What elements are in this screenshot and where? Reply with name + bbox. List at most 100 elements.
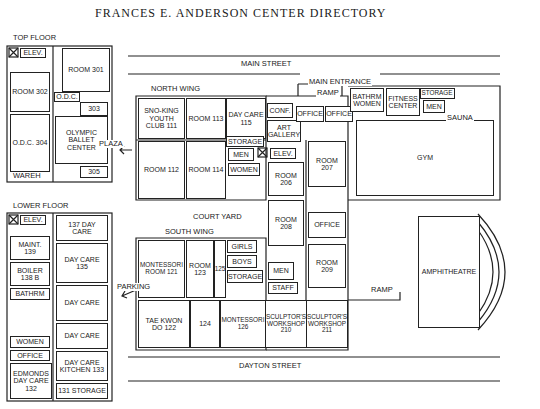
room-box: DAY CARE KITCHEN 133: [56, 351, 108, 381]
map-label: SOUTH WING: [164, 228, 215, 236]
room-box: MONTESSORI 126: [220, 300, 266, 348]
room-box: ROOM 114: [186, 141, 226, 199]
map-label: SAUNA: [446, 114, 474, 122]
room-box: STORAGE: [420, 88, 455, 99]
room-label: BOILER 138 B: [12, 267, 48, 282]
map-label: MAIN ENTRANCE: [308, 78, 372, 86]
room-box: 124: [190, 300, 220, 348]
room-label: MAINT. 139: [12, 241, 48, 256]
room-label: STAFF: [272, 284, 294, 291]
room-box: OFFICE: [325, 106, 353, 122]
room-label: OFFICE: [17, 352, 43, 359]
room-box: SCULPTOR'S WORKSHOP 211: [306, 300, 348, 348]
room-box: DAY CARE 115: [226, 98, 266, 139]
room-box: O.D.C. 304: [10, 114, 50, 172]
room-label: EDMONDS DAY CARE 132: [12, 370, 50, 392]
room-label: MONTESSORI 126: [222, 317, 265, 330]
room-box: STORAGE: [226, 136, 264, 147]
map-label: RAMP: [370, 286, 394, 294]
room-label: DAY CARE KITCHEN 133: [58, 359, 106, 374]
room-label: ROOM 208: [270, 216, 302, 231]
room-label: SNO-KING YOUTH CLUB 111: [140, 107, 183, 129]
room-label: TAE KWON DO 122: [140, 317, 188, 332]
room-label: MONTESSORI ROOM 121: [140, 262, 183, 275]
room-label: ROOM 112: [144, 166, 179, 173]
room-box: MAINT. 139: [10, 236, 50, 260]
room-box: ROOM 123: [186, 240, 214, 298]
room-label: STORAGE: [228, 138, 262, 145]
room-label: ELEV.: [23, 216, 42, 223]
room-box: FITNESS CENTER: [386, 88, 420, 116]
room-box: ART GALLERY: [267, 120, 301, 142]
room-label: ROOM 206: [270, 172, 302, 187]
map-label: NORTH WING: [150, 85, 201, 93]
map-label: WAREH: [12, 172, 42, 180]
room-label: ROOM 301: [68, 66, 103, 73]
room-box: 303: [80, 102, 108, 116]
room-label: OFFICE: [314, 221, 340, 228]
room-box: DAY CARE: [56, 285, 108, 321]
room-label: DAY CARE: [64, 332, 99, 339]
room-box: ROOM 301: [62, 48, 110, 92]
room-label: WOMEN: [16, 338, 44, 345]
map-label: PLAZA: [98, 140, 124, 148]
room-box: O.D.C.: [54, 92, 80, 102]
map-label: DAYTON STREET: [238, 362, 302, 370]
room-box: 137 DAY CARE: [56, 215, 108, 241]
room-label: ROOM 209: [310, 259, 344, 274]
room-label: GYM: [417, 154, 433, 161]
room-box: BOYS: [227, 255, 257, 268]
room-label: BATHRM: [15, 290, 44, 297]
room-label: ELEV.: [273, 150, 292, 157]
room-label: 124: [199, 320, 211, 327]
room-label: CONF.: [270, 107, 291, 114]
room-label: 305: [88, 168, 100, 175]
room-label: MEN: [426, 103, 442, 110]
room-box: ELEV.: [270, 148, 296, 159]
room-label: 137 DAY CARE: [58, 221, 106, 236]
room-box: 125: [214, 240, 226, 298]
room-box: ROOM 112: [138, 141, 185, 199]
room-box: OFFICE: [10, 350, 50, 361]
map-label: MAIN STREET: [240, 60, 292, 68]
room-label: ROOM 207: [310, 157, 344, 172]
room-label: 131 STORAGE: [58, 387, 106, 394]
room-box: STAFF: [268, 282, 298, 294]
room-box: STORAGE: [227, 270, 263, 283]
room-box: ELEV.: [20, 215, 46, 225]
room-box: DAY CARE 135: [56, 243, 108, 283]
room-box: BATHRM WOMEN: [350, 88, 384, 112]
room-label: 303: [88, 105, 100, 112]
map-label: TOP FLOOR: [12, 34, 57, 42]
room-box: SCULPTOR'S WORKSHOP 210: [265, 300, 308, 348]
room-box: BOILER 138 B: [10, 262, 50, 286]
room-label: 125: [215, 266, 226, 273]
room-label: MEN: [233, 151, 249, 158]
map-label: RAMP: [316, 89, 340, 97]
room-box: CONF.: [267, 103, 293, 118]
room-label: MEN: [273, 267, 289, 274]
room-label: BATHRM WOMEN: [352, 93, 382, 108]
room-box: 131 STORAGE: [56, 383, 108, 399]
room-box: AMPHITHEATRE: [418, 216, 480, 328]
map-title: FRANCES E. ANDERSON CENTER DIRECTORY: [95, 6, 386, 21]
room-box: ROOM 207: [308, 141, 346, 187]
room-box: ROOM 302: [10, 72, 50, 112]
room-label: OFFICE: [297, 110, 323, 117]
room-label: STORAGE: [421, 90, 452, 97]
room-box: MEN: [423, 100, 445, 113]
room-label: ART GALLERY: [268, 124, 300, 139]
room-label: DAY CARE: [64, 299, 99, 306]
room-label: ELEV.: [23, 49, 42, 56]
room-box: GYM: [356, 120, 494, 196]
map-label: COURT YARD: [192, 213, 243, 221]
room-box: ELEV.: [20, 48, 46, 58]
room-label: BOYS: [232, 258, 251, 265]
map-label: LOWER FLOOR: [12, 202, 69, 210]
room-box: 305: [80, 166, 108, 178]
room-label: AMPHITHEATRE: [422, 268, 476, 275]
room-box: WOMEN: [228, 163, 260, 176]
room-box: SNO-KING YOUTH CLUB 111: [138, 98, 185, 139]
room-box: ROOM 206: [268, 162, 304, 196]
